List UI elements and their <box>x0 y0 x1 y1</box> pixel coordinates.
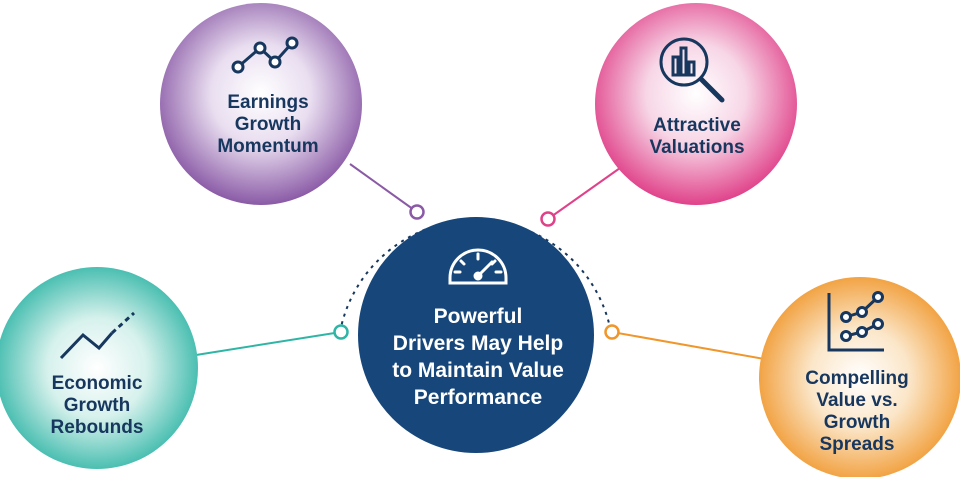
dotted-arc <box>339 219 612 333</box>
speedometer-icon <box>448 248 508 285</box>
connector-earnings <box>349 163 418 213</box>
node-label-line: Growth <box>235 114 302 135</box>
node-label-line: Attractive <box>653 115 741 136</box>
node-economic-circle <box>0 267 198 469</box>
node-spreads-label: Compelling Value vs. Growth Spreads <box>805 368 908 455</box>
ring-earnings <box>409 204 425 220</box>
connector-economic <box>195 331 342 356</box>
two-series-line-chart-icon <box>827 291 884 352</box>
center-label-line: Performance <box>414 386 542 409</box>
node-earnings-circle <box>160 3 362 205</box>
connector-spreads <box>611 331 771 361</box>
center-label-line: to Maintain Value <box>392 359 564 382</box>
center-label-line: Drivers May Help <box>393 332 563 355</box>
node-spreads-circle <box>759 277 960 477</box>
ring-valuations <box>540 211 556 227</box>
node-label-line: Value vs. <box>816 390 897 411</box>
center-circle <box>358 217 594 453</box>
connector-valuations <box>547 167 621 220</box>
magnifier-bar-chart-icon <box>659 37 725 103</box>
node-label-line: Growth <box>824 412 891 433</box>
node-label-line: Rebounds <box>51 417 144 438</box>
line-chart-dots-icon <box>231 36 299 74</box>
node-label-line: Spreads <box>820 434 895 455</box>
node-label-line: Growth <box>64 395 131 416</box>
ring-spreads <box>604 324 620 340</box>
node-label-line: Earnings <box>227 92 308 113</box>
node-label-line: Economic <box>52 373 143 394</box>
node-label-line: Momentum <box>217 136 318 157</box>
node-earnings-label: Earnings Growth Momentum <box>217 92 318 157</box>
node-valuations-label: Attractive Valuations <box>649 115 744 158</box>
center-label-line: Powerful <box>434 305 523 328</box>
center-label: Powerful Drivers May Help to Maintain Va… <box>392 305 564 409</box>
ring-economic <box>333 324 349 340</box>
node-valuations-circle <box>595 3 797 205</box>
node-label-line: Valuations <box>649 137 744 158</box>
node-label-line: Compelling <box>805 368 908 389</box>
trend-up-line-icon <box>59 311 136 360</box>
node-economic-label: Economic Growth Rebounds <box>51 373 144 438</box>
